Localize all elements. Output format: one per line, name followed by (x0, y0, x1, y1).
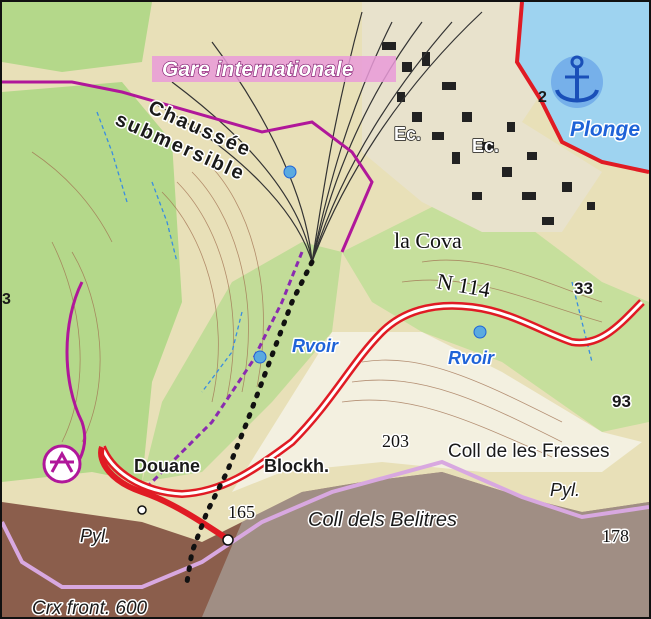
reservoir-label-1: Rvoir (292, 336, 339, 356)
water-point-north (283, 165, 297, 179)
pylon-marker (137, 505, 147, 515)
elevation-178: 178 (602, 526, 629, 546)
gare-label-bg (152, 56, 396, 82)
la-cova-label: la Cova (394, 228, 462, 253)
railway-dotted (184, 259, 315, 585)
blockhouse-label: Blockh. (264, 456, 329, 476)
junction-marker (222, 534, 234, 546)
sea-water (517, 2, 649, 172)
contour-lines (31, 151, 603, 458)
coll-fresses-label: Coll de les Fresses (448, 441, 610, 462)
town-buildings (382, 42, 595, 225)
pylon-label-right: Pyl. (550, 480, 580, 500)
forest-area-west (2, 82, 182, 482)
elevation-3: 3 (2, 291, 11, 308)
coastal-road (514, 2, 649, 174)
school-label-2: Ec. (472, 136, 499, 156)
plonge-label: Plonge (570, 118, 640, 141)
elevation-2: 2 (538, 89, 547, 106)
reservoir-marker-2 (473, 325, 487, 339)
school-label-1: Ec. (394, 124, 421, 144)
clearing-south (232, 332, 642, 492)
road-n114-inner (100, 300, 644, 496)
border-line-north (2, 80, 374, 253)
douane-label: Douane (134, 456, 200, 476)
railway-tracks (151, 11, 483, 263)
forest-area-east (342, 202, 649, 432)
frontier-trail (140, 251, 304, 494)
boundary-line-south (2, 459, 649, 589)
elevation-33: 33 (574, 279, 593, 298)
customs-post-icon (42, 444, 82, 484)
reservoir-marker-1 (253, 350, 267, 364)
streams (96, 111, 593, 393)
rock-gray-shade (202, 472, 649, 617)
anchor-icon (551, 55, 603, 108)
elevation-93: 93 (612, 392, 631, 411)
elevation-203: 203 (382, 431, 409, 451)
station-label: Gare internationale (162, 58, 354, 81)
reservoir-label-2: Rvoir (448, 348, 495, 368)
road-hairpin (98, 446, 234, 545)
forest-area-north (2, 2, 152, 72)
elevation-165: 165 (228, 502, 255, 522)
pylon-label-left: Pyl. (80, 526, 110, 546)
coll-belitres-label: Coll dels Belitres (308, 509, 457, 531)
frontier-cross-label: Crx front. 600 (32, 598, 148, 617)
